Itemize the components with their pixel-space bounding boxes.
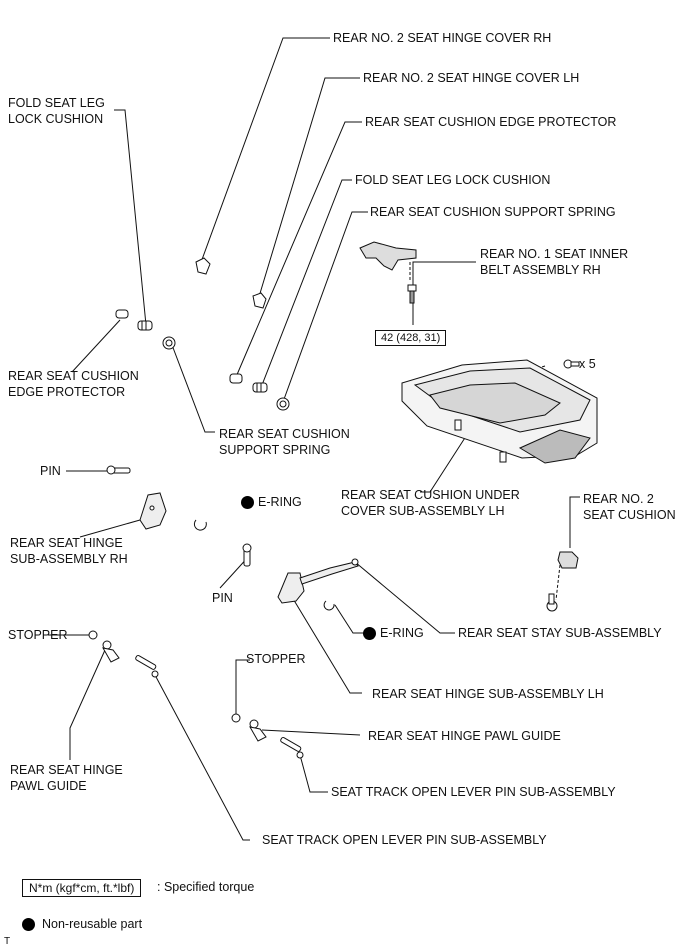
label-pin-top: PIN <box>40 464 61 478</box>
e-ring-top-part <box>193 519 207 531</box>
leader-inner-belt <box>412 261 476 285</box>
label-bolt-qty: x 5 <box>579 357 596 371</box>
legend-torque-text: : Specified torque <box>157 880 255 894</box>
label-lever-pin-right: SEAT TRACK OPEN LEVER PIN SUB-ASSEMBLY <box>331 785 616 799</box>
leader-edge-protector-top <box>235 121 362 378</box>
fold-leg-cushion-left-part <box>137 320 153 331</box>
label-under-cover: REAR SEAT CUSHION UNDER COVER SUB-ASSEMB… <box>341 488 520 518</box>
corner-mark: T <box>4 936 11 947</box>
label-stopper-left: STOPPER <box>8 628 68 642</box>
stopper-mid-part <box>231 713 241 723</box>
legend-nonreusable-text: Non-reusable part <box>42 917 143 931</box>
label-support-spring-mid: REAR SEAT CUSHION SUPPORT SPRING <box>219 427 350 457</box>
label-pin-mid: PIN <box>212 591 233 605</box>
label-lever-pin-bottom: SEAT TRACK OPEN LEVER PIN SUB-ASSEMBLY <box>262 833 547 847</box>
stay-part <box>299 561 359 585</box>
edge-protector-left-part <box>115 309 129 319</box>
label-stopper-mid: STOPPER <box>246 652 306 666</box>
label-pawl-guide-right: REAR SEAT HINGE PAWL GUIDE <box>368 729 561 743</box>
label-inner-belt: REAR NO. 1 SEAT INNER BELT ASSEMBLY RH <box>480 247 629 277</box>
inner-belt-part <box>359 241 417 271</box>
stopper-left-part <box>88 630 98 640</box>
label-fold-leg-cushion-top: FOLD SEAT LEG LOCK CUSHION <box>355 173 551 187</box>
label-e-ring-mid: E-RING <box>380 626 424 640</box>
seat-cushion-no2-part <box>557 551 579 569</box>
hinge-lh-part <box>277 572 305 604</box>
nonreusable-dot-e-ring-mid <box>363 627 376 640</box>
support-spring-right-part <box>276 397 290 411</box>
leader-cushion-dash <box>555 564 561 601</box>
hinge-rh-hole <box>149 505 155 511</box>
leader-hinge-cover-rh <box>199 37 330 266</box>
fold-leg-cushion-right-part <box>252 382 268 393</box>
label-support-spring-top: REAR SEAT CUSHION SUPPORT SPRING <box>370 205 616 219</box>
stay-end <box>351 558 359 566</box>
leader-pawl-right <box>261 729 361 736</box>
lever-pin-right-part <box>280 737 304 759</box>
leader-hinge-lh <box>291 596 362 694</box>
cushion-bolt-part <box>546 593 558 612</box>
leader-stay <box>354 561 455 634</box>
leader-hinge-rh <box>79 519 141 538</box>
label-stay: REAR SEAT STAY SUB-ASSEMBLY <box>458 626 662 640</box>
label-seat-cushion-no2: REAR NO. 2 SEAT CUSHION <box>583 492 676 522</box>
hinge-rh-part <box>139 492 167 530</box>
support-spring-left-part <box>162 336 176 350</box>
e-ring-mid-part <box>323 600 335 611</box>
legend-nonreusable-dot <box>22 918 35 931</box>
legend-torque-box: N*m (kgf*cm, ft.*lbf) <box>22 879 142 897</box>
leader-hinge-cover-lh <box>257 77 360 301</box>
edge-protector-right-part <box>229 373 243 384</box>
leader-e-ring-mid <box>334 604 366 634</box>
under-cover-part <box>401 359 598 464</box>
label-hinge-cover-rh: REAR NO. 2 SEAT HINGE COVER RH <box>333 31 552 45</box>
leader-edge-protector-left <box>71 319 121 373</box>
leader-stopper-mid <box>235 659 250 718</box>
belt-bolt-part <box>407 284 417 304</box>
leader-pawl-left <box>69 649 106 760</box>
pawl-guide-left-part <box>102 640 120 663</box>
label-fold-leg-cushion-left: FOLD SEAT LEG LOCK CUSHION <box>8 96 105 126</box>
label-edge-protector-top: REAR SEAT CUSHION EDGE PROTECTOR <box>365 115 617 129</box>
leader-lever-bottom <box>154 674 250 841</box>
hinge-cover-lh-part <box>252 292 267 309</box>
pawl-guide-right-part <box>249 719 267 742</box>
leader-fold-leg-left <box>114 109 147 326</box>
lever-pin-left-part <box>135 654 159 678</box>
pin-mid-part <box>242 543 252 567</box>
label-edge-protector-left: REAR SEAT CUSHION EDGE PROTECTOR <box>8 369 139 399</box>
bolt-part <box>563 359 580 369</box>
leader-lever-right <box>299 754 328 793</box>
leader-fold-leg-top <box>261 179 352 386</box>
pin-top-part <box>106 465 131 475</box>
leader-seat-cushion <box>569 496 580 548</box>
label-e-ring-top: E-RING <box>258 495 302 509</box>
nonreusable-dot-e-ring-top <box>241 496 254 509</box>
label-hinge-cover-lh: REAR NO. 2 SEAT HINGE COVER LH <box>363 71 580 85</box>
leader-spring-mid <box>171 344 215 433</box>
hinge-cover-rh-part <box>195 257 211 275</box>
torque-box-belt-bolt: 42 (428, 31) <box>375 330 447 346</box>
label-hinge-lh: REAR SEAT HINGE SUB-ASSEMBLY LH <box>372 687 604 701</box>
label-pawl-guide-left: REAR SEAT HINGE PAWL GUIDE <box>10 763 123 793</box>
leader-under-cover <box>420 429 471 493</box>
leader-spring-top <box>282 211 368 403</box>
label-hinge-rh: REAR SEAT HINGE SUB-ASSEMBLY RH <box>10 536 128 566</box>
